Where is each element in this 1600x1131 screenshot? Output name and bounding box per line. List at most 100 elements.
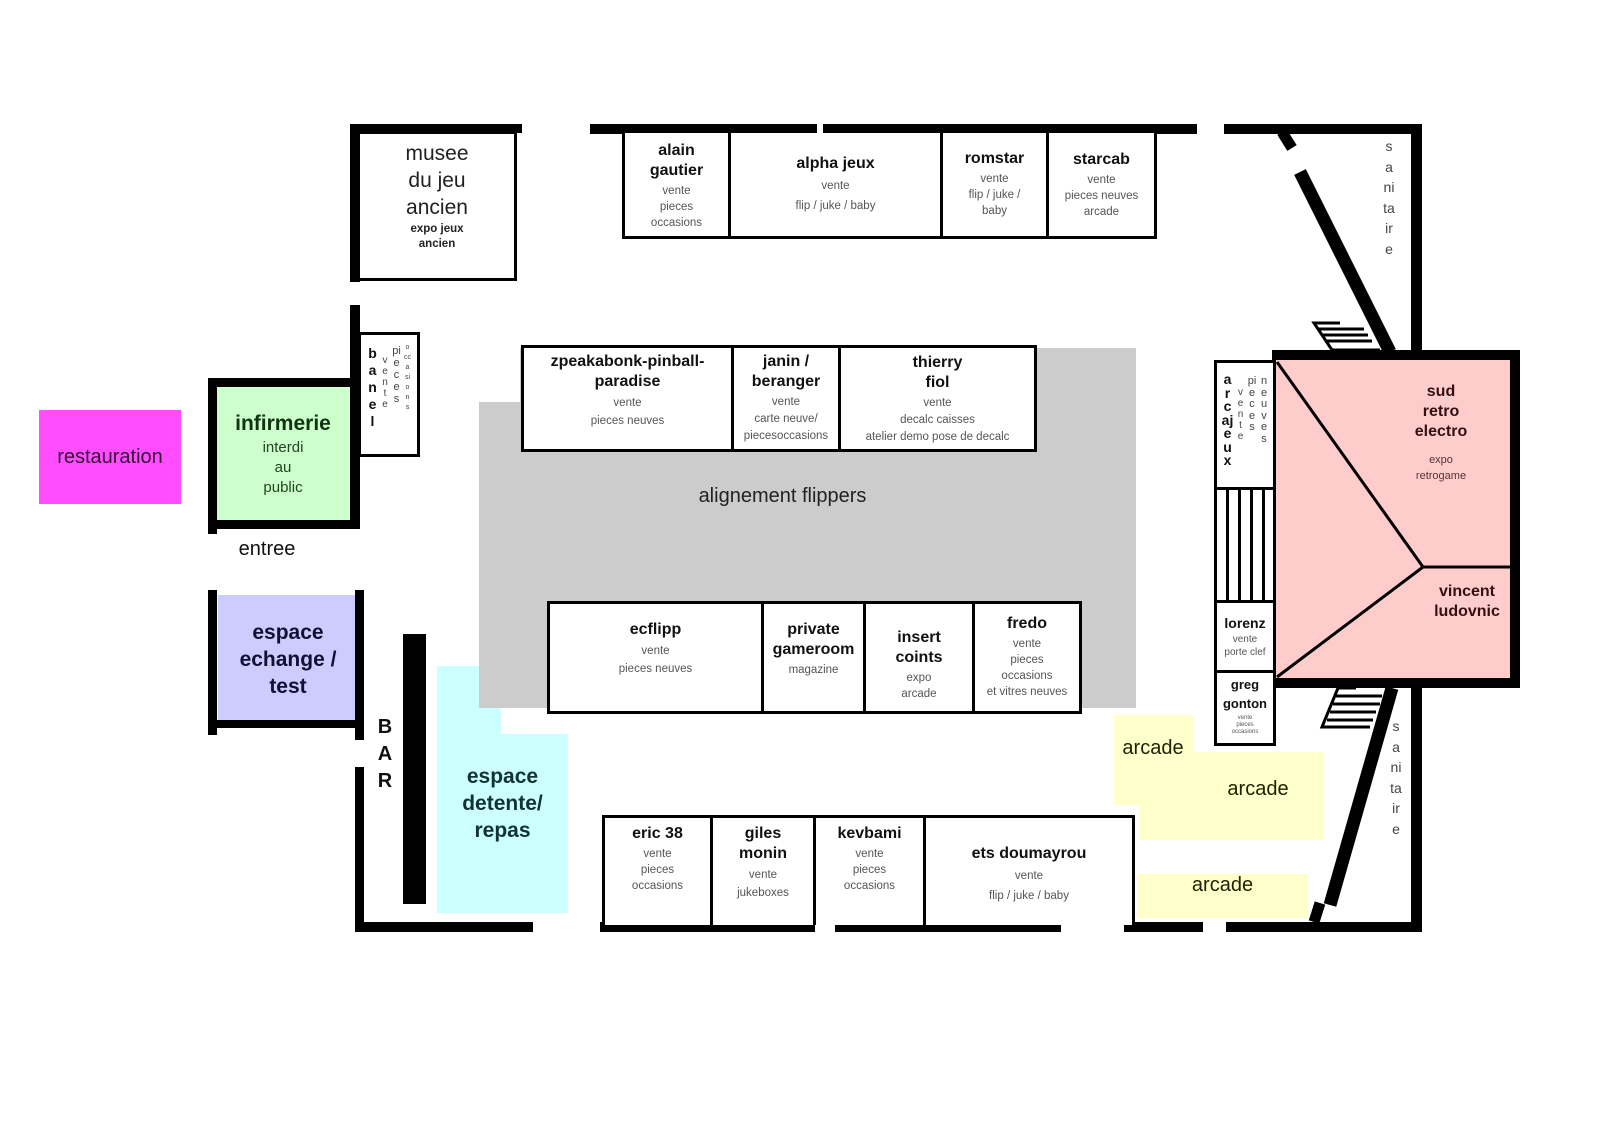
- stand-name: private gameroom: [772, 620, 855, 658]
- banel-booth: banel vente pieces occasions: [358, 332, 420, 457]
- stand-lorenz[interactable]: lorenz vente porte clef: [1214, 600, 1276, 673]
- arcajeux-name: arcajeux: [1221, 371, 1234, 468]
- wall-diagonal: [1294, 169, 1396, 355]
- vincent-ludovnic-label: vincent ludovnic: [1434, 583, 1500, 620]
- stand-fredo[interactable]: fredo vente pieces occasions et vitres ne…: [975, 604, 1079, 711]
- entree-label: entree: [238, 537, 296, 560]
- stand-name: romstar: [964, 150, 1025, 167]
- restauration-zone: restauration: [39, 410, 181, 504]
- stand-insert-coints[interactable]: insert coints expo arcade: [866, 604, 975, 711]
- wall: [1226, 922, 1422, 932]
- middle-top-stand-row: zpeakabonk-pinball- paradise vente pieces…: [521, 345, 1037, 452]
- musee-booth: musee du jeu ancien expo jeux ancien: [357, 131, 517, 281]
- wall: [212, 720, 362, 728]
- wall: [350, 124, 522, 133]
- stand-desc: magazine: [788, 663, 839, 676]
- stand-ecflipp[interactable]: ecflipp vente pieces neuves: [550, 604, 764, 711]
- stand-name: alain gautier: [649, 142, 704, 179]
- wall: [1411, 124, 1422, 356]
- wall: [823, 124, 1197, 134]
- arcade-label-2: arcade: [1227, 777, 1289, 800]
- wall: [1124, 922, 1203, 932]
- infirmerie-desc: interdi au public: [262, 439, 304, 496]
- bar-counter: [403, 634, 426, 904]
- stand-kevbami[interactable]: kevbami vente pieces occasions: [816, 818, 926, 925]
- stand-desc: vente pieces neuves arcade: [1064, 173, 1139, 218]
- wall-diagonal: [1308, 901, 1326, 924]
- wall: [600, 922, 815, 932]
- sanitaire-label-top: sanitaire: [1383, 138, 1395, 257]
- stand-desc: vente flip / juke / baby: [968, 173, 1021, 217]
- wall-diagonal: [1323, 686, 1399, 907]
- arcajeux-col3: neuves: [1260, 375, 1268, 445]
- wall: [208, 590, 217, 735]
- stand-name: ecflipp: [629, 620, 682, 638]
- musee-title: musee du jeu ancien: [405, 142, 469, 219]
- wall: [355, 767, 364, 932]
- arcajeux-col2: pieces: [1247, 375, 1257, 433]
- wall: [1411, 682, 1422, 930]
- stand-desc: vente flip / juke / baby: [989, 870, 1069, 902]
- stand-zpeakabonk[interactable]: zpeakabonk-pinball- paradise vente pieces…: [524, 348, 734, 449]
- banel-col2: pieces: [392, 345, 401, 405]
- stand-private-gameroom[interactable]: private gameroom magazine: [764, 604, 866, 711]
- stand-romstar[interactable]: romstar vente flip / juke / baby: [943, 133, 1049, 236]
- banel-col1: vente: [382, 355, 388, 410]
- wall: [208, 378, 217, 534]
- stairs-top: [1311, 321, 1380, 352]
- stand-name: insert coints: [895, 629, 943, 666]
- stand-desc: vente pieces occasions: [1231, 715, 1259, 735]
- sud-retro-desc: expo retrogame: [1415, 454, 1467, 482]
- stand-name: zpeakabonk-pinball- paradise: [550, 353, 705, 390]
- stand-desc: vente pieces occasions et vitres neuves: [986, 638, 1068, 698]
- stand-desc: vente pieces neuves: [618, 644, 693, 675]
- arcajeux-col1: vente: [1237, 387, 1244, 442]
- arcade-label-3: arcade: [1191, 873, 1254, 896]
- stand-greg-gonton[interactable]: greg gonton vente pieces occasions: [1214, 670, 1276, 746]
- arcade-label-1: arcade: [1122, 736, 1184, 759]
- stand-name: fredo: [1007, 615, 1047, 632]
- wall: [1224, 124, 1422, 134]
- alignement-notch: [479, 348, 520, 402]
- stand-name: eric 38: [632, 825, 683, 842]
- stand-name: giles monin: [739, 825, 787, 862]
- stand-desc: vente jukeboxes: [737, 869, 789, 899]
- stand-ets-doumayrou[interactable]: ets doumayrou vente flip / juke / baby: [926, 818, 1132, 925]
- stand-name: kevbami: [837, 825, 902, 842]
- wall: [350, 305, 360, 525]
- wall: [590, 124, 817, 134]
- stand-desc: expo arcade: [901, 672, 937, 700]
- espace-echange-zone: espace echange / test: [218, 595, 358, 723]
- wall: [835, 922, 1061, 932]
- wall: [1510, 350, 1520, 688]
- wall: [350, 124, 360, 282]
- stand-name: janin / beranger: [751, 353, 821, 390]
- stairs-bottom: [1319, 686, 1382, 729]
- wall-diagonal: [1277, 129, 1297, 151]
- stand-desc: vente porte clef: [1224, 633, 1266, 658]
- wall: [355, 922, 533, 932]
- stand-giles-monin[interactable]: giles monin vente jukeboxes: [713, 818, 816, 925]
- wall: [208, 378, 358, 387]
- stand-desc: vente pieces neuves: [590, 397, 665, 427]
- sud-retro-dividers: [1275, 361, 1510, 679]
- stand-desc: vente pieces occasions: [843, 848, 896, 892]
- wall: [355, 590, 364, 740]
- stand-name: lorenz: [1224, 614, 1266, 631]
- middle-bottom-stand-row: ecflipp vente pieces neuves private gamer…: [547, 601, 1082, 714]
- infirmerie-zone: infirmerie interdi au public: [214, 385, 352, 523]
- sanitaire-label-bottom: sanitaire: [1390, 718, 1402, 837]
- wall: [1272, 678, 1520, 688]
- stand-name: ets doumayrou: [971, 845, 1087, 862]
- stand-name: thierry fiol: [912, 354, 963, 391]
- stand-desc: vente carte neuve/ piecesoccasions: [743, 396, 829, 442]
- alignement-flippers-label: alignement flippers: [698, 484, 867, 507]
- stand-janin-beranger[interactable]: janin / beranger vente carte neuve/ piece…: [734, 348, 841, 449]
